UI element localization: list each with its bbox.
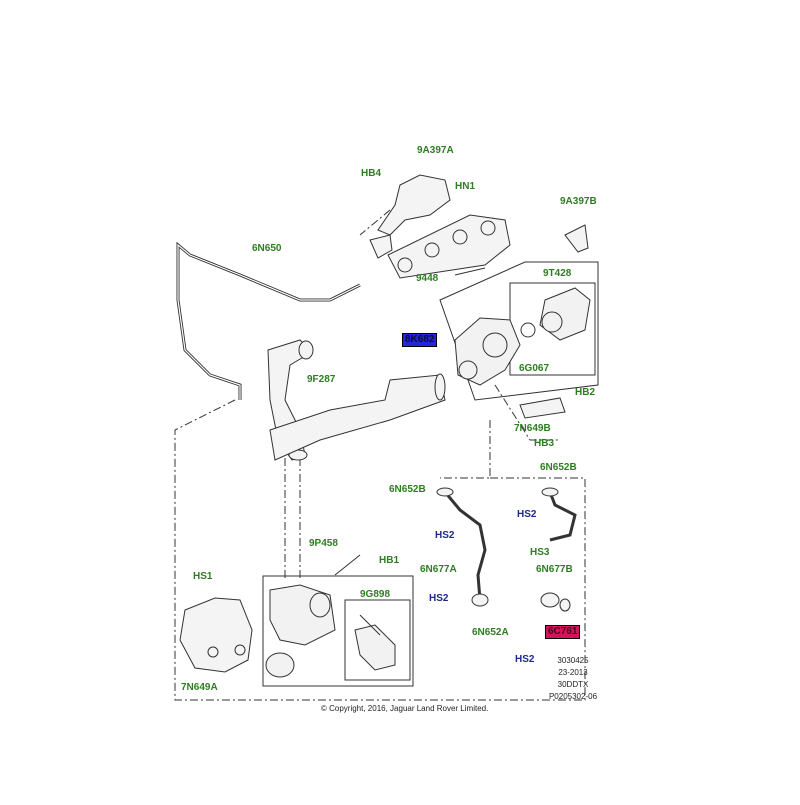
callout-6N650[interactable]: 6N650 <box>252 243 282 254</box>
callout-6C761[interactable]: 6C761 <box>545 625 581 639</box>
ref-line-1: 3030425 <box>557 656 589 665</box>
egr-group-box <box>262 575 414 687</box>
callout-9G898[interactable]: 9G898 <box>360 589 391 600</box>
egr-valve-9P458 <box>265 554 361 678</box>
manifold-gasket-9448 <box>387 214 511 279</box>
callout-HB3[interactable]: HB3 <box>534 438 555 449</box>
callout-9T428[interactable]: 9T428 <box>543 268 572 279</box>
actuator-detail-box <box>344 599 411 681</box>
callout-9448[interactable]: 9448 <box>416 273 439 284</box>
tube-6N677B <box>548 491 577 542</box>
callout-9P458[interactable]: 9P458 <box>309 538 338 549</box>
copyright-notice: © Copyright, 2016, Jaguar Land Rover Lim… <box>321 704 489 713</box>
callout-6N677A[interactable]: 6N677A <box>420 564 457 575</box>
callout-7N649A[interactable]: 7N649A <box>181 682 218 693</box>
bracket-7N649B <box>519 397 566 419</box>
callout-6N677B[interactable]: 6N677B <box>536 564 573 575</box>
callout-6G067[interactable]: 6G067 <box>519 363 550 374</box>
callout-HS1[interactable]: HS1 <box>193 571 213 582</box>
callout-HN1[interactable]: HN1 <box>455 181 476 192</box>
callout-6N652B-right[interactable]: 6N652B <box>540 462 577 473</box>
callout-HB2[interactable]: HB2 <box>575 387 596 398</box>
downpipe <box>269 373 446 461</box>
callout-6N652B-left[interactable]: 6N652B <box>389 484 426 495</box>
heat-shield-9A397B <box>564 224 589 253</box>
ref-line-2: 23-2013 <box>558 668 588 677</box>
pipe-6N650-inner <box>177 243 361 400</box>
grouping-lines <box>174 209 586 701</box>
heat-shield-9A397A <box>369 174 451 259</box>
callout-HS2-d[interactable]: HS2 <box>515 654 535 665</box>
flanges <box>436 487 571 612</box>
turbocharger <box>454 287 591 386</box>
callout-HB1[interactable]: HB1 <box>379 555 400 566</box>
callout-8K682[interactable]: 8K682 <box>402 333 438 347</box>
callout-6N652A[interactable]: 6N652A <box>472 627 509 638</box>
callout-HB4[interactable]: HB4 <box>361 168 382 179</box>
callout-9F287[interactable]: 9F287 <box>307 374 336 385</box>
tube-6N677A <box>443 491 487 601</box>
actuator-9G898 <box>354 614 396 671</box>
callout-9A397A[interactable]: 9A397A <box>417 145 454 156</box>
callout-HS2-c[interactable]: HS2 <box>429 593 449 604</box>
callout-HS3[interactable]: HS3 <box>530 547 550 558</box>
callout-7N649B[interactable]: 7N649B <box>514 423 551 434</box>
bracket-7N649A <box>179 597 253 673</box>
ref-line-4: P0205302-06 <box>548 692 598 701</box>
callout-9A397B[interactable]: 9A397B <box>560 196 597 207</box>
callout-HS2-b[interactable]: HS2 <box>435 530 455 541</box>
ref-line-3: 30DDTX <box>557 680 589 689</box>
callout-HS2-a[interactable]: HS2 <box>517 509 537 520</box>
turbo-group-frame <box>439 261 599 401</box>
